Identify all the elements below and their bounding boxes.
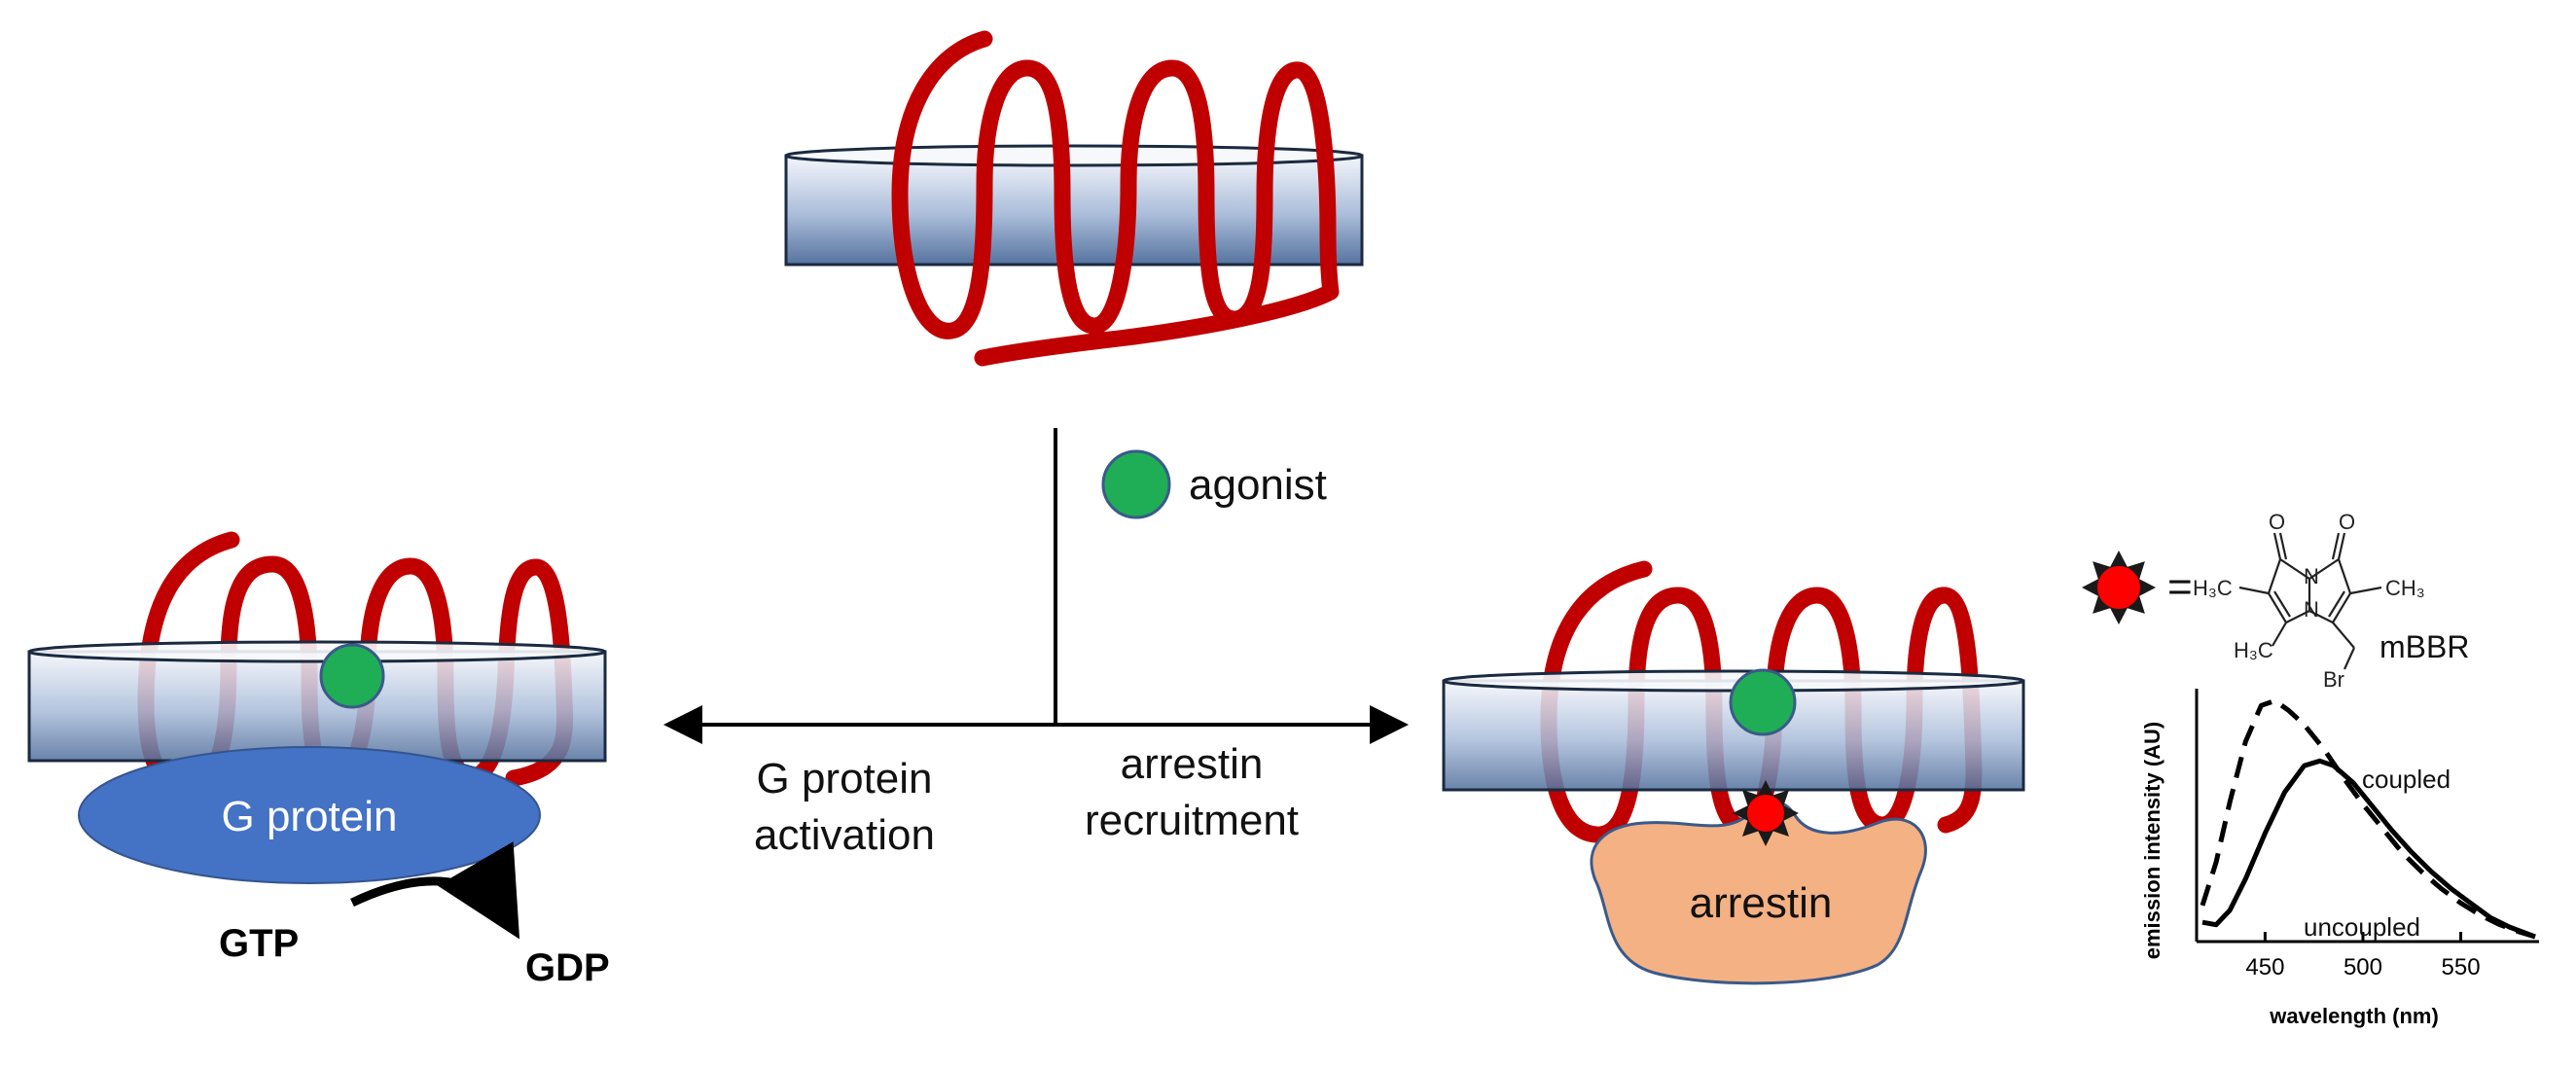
bound-agonist-right [1729, 668, 1797, 736]
receptor-helix-top [891, 30, 1340, 367]
x-tick-label-450: 450 [2245, 954, 2284, 980]
mbbr-name: mBBR [2379, 629, 2469, 664]
bound-agonist-left [319, 643, 385, 709]
x-tick-label-500: 500 [2343, 954, 2382, 980]
g-protein-shape: G protein [78, 746, 541, 884]
gdp-label: GDP [525, 946, 610, 989]
arrestin-recruitment-line2: recruitment [1085, 797, 1299, 844]
mbbr-structure [2238, 532, 2382, 670]
mbbr-probe-bound [1733, 780, 1799, 846]
mbbr-left-methyl: H₃C [2193, 576, 2233, 600]
g-protein-label: G protein [222, 793, 398, 840]
mbbr-oxygen-right: O [2339, 510, 2355, 534]
activation-arrows [663, 428, 1409, 744]
membrane-left [27, 640, 607, 763]
mbbr-oxygen-left: O [2269, 510, 2285, 534]
emission-spectrum-chart: 450 500 550 coupled uncoupled wavelength (… [2140, 689, 2539, 1028]
mbbr-bottom-methyl: H₃C [2234, 638, 2273, 662]
chart-x-ticks: 450 500 550 [2245, 932, 2481, 980]
series-line-uncoupled [2201, 758, 2536, 940]
arrestin-receptor-group: arrestin [1442, 560, 2025, 985]
membrane-top [784, 144, 1364, 267]
mbbr-nitrogen-bottom: N [2304, 597, 2319, 622]
x-tick-label-550: 550 [2442, 954, 2481, 980]
mbbr-bromine: Br [2323, 667, 2344, 692]
series-line-coupled [2200, 697, 2536, 940]
mbbr-legend: = O O [2082, 510, 2469, 692]
g-protein-activation-line1: G protein [757, 755, 933, 802]
series-label-uncoupled: uncoupled [2304, 912, 2420, 942]
arrestin-shape [1590, 800, 1927, 985]
arrestin-label: arrestin [1690, 879, 1833, 927]
agonist-label: agonist [1189, 461, 1327, 509]
g-protein-receptor-group: G protein GTP GDP [27, 531, 610, 989]
chart-xlabel: wavelength (nm) [2269, 1004, 2439, 1028]
chart-axes [2195, 689, 2539, 944]
gtp-gdp-arrow [350, 841, 520, 940]
agonist-icon [1101, 449, 1171, 519]
gtp-label: GTP [219, 922, 299, 965]
arrestin-recruitment-line1: arrestin [1121, 740, 1264, 788]
inactive-receptor-group [784, 30, 1364, 367]
series-label-coupled: coupled [2362, 765, 2451, 794]
chart-ylabel: emission intensity (AU) [2140, 722, 2165, 959]
g-protein-activation-line2: activation [754, 811, 935, 859]
chart-series [2200, 697, 2536, 940]
equals-sign: = [2167, 563, 2193, 611]
agonist-legend: agonist [1101, 449, 1327, 519]
mbbr-right-methyl: CH₃ [2385, 576, 2425, 600]
mbbr-nitrogen-top: N [2304, 564, 2319, 588]
mbbr-probe-legend-icon [2082, 551, 2156, 624]
